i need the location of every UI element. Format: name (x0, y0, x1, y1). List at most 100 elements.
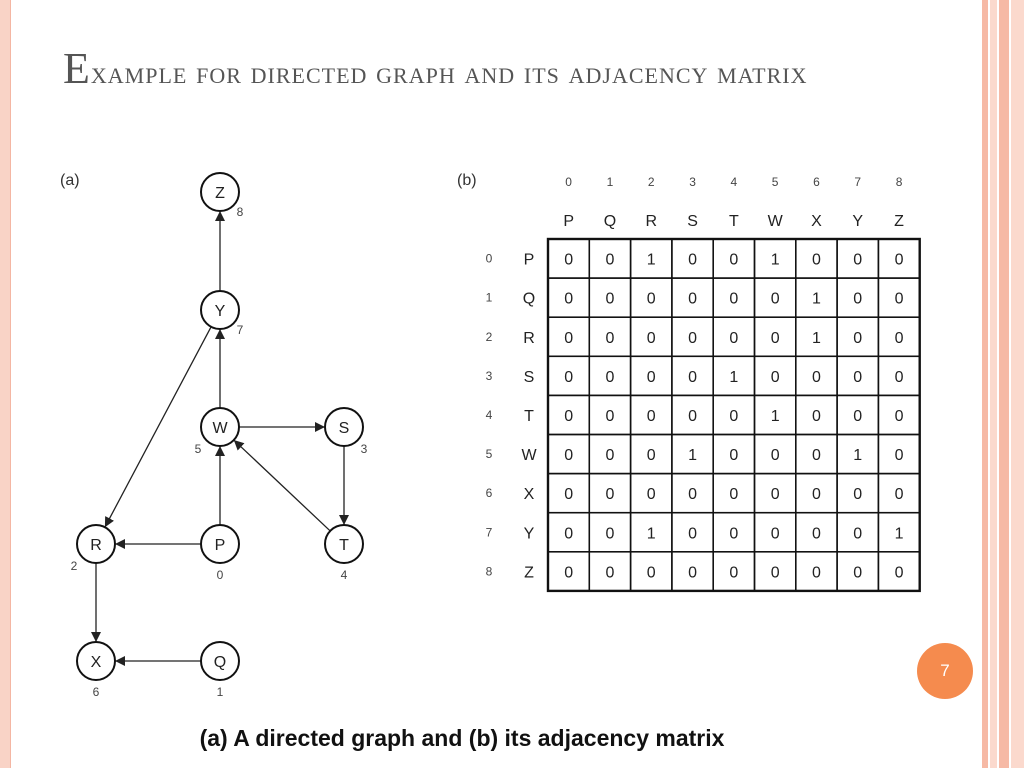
node-label: Z (215, 185, 225, 202)
col-index: 1 (607, 175, 614, 189)
matrix-cell-R-X: 1 (812, 330, 821, 347)
matrix-cell-R-S: 0 (688, 330, 697, 347)
node-circle (200, 407, 240, 447)
graph-node-Q: Q1 (200, 641, 240, 699)
node-index: 3 (361, 442, 368, 456)
row-index: 3 (486, 369, 493, 383)
matrix-cell-S-S: 0 (688, 369, 697, 386)
panel-b-label: (b) (457, 172, 477, 189)
matrix-cell-P-Q: 0 (605, 252, 614, 269)
graph-node-S: S3 (324, 407, 368, 456)
edge-Y-to-R (104, 326, 212, 528)
matrix-cell-S-R: 0 (647, 369, 656, 386)
row-label: Q (523, 291, 535, 308)
col-label: X (811, 213, 822, 230)
col-index: 4 (731, 175, 738, 189)
matrix-cell-W-W: 0 (771, 447, 780, 464)
matrix-cell-T-Y: 0 (853, 408, 862, 425)
node-circle (324, 407, 364, 447)
node-label: Y (215, 303, 226, 320)
col-label: S (687, 213, 698, 230)
col-label: R (645, 213, 657, 230)
matrix-cell-W-X: 0 (812, 447, 821, 464)
matrix-cell-Y-S: 0 (688, 525, 697, 542)
matrix-cell-T-X: 0 (812, 408, 821, 425)
matrix-cell-R-T: 0 (729, 330, 738, 347)
matrix-cell-P-R: 1 (647, 252, 656, 269)
node-label: S (339, 420, 350, 437)
matrix-cell-P-Y: 0 (853, 252, 862, 269)
matrix-cell-T-S: 0 (688, 408, 697, 425)
col-label: Q (604, 213, 616, 230)
matrix-cell-P-T: 0 (729, 252, 738, 269)
page-number-badge: 7 (917, 643, 973, 699)
node-index: 8 (237, 205, 244, 219)
col-index: 0 (565, 175, 572, 189)
matrix-cell-T-P: 0 (564, 408, 573, 425)
node-index: 4 (341, 568, 348, 582)
matrix-cell-W-P: 0 (564, 447, 573, 464)
figure-caption: (a) A directed graph and (b) its adjacen… (199, 725, 725, 751)
graph-node-P: P0 (200, 524, 240, 582)
col-label: W (768, 213, 784, 230)
matrix-cell-P-P: 0 (564, 252, 573, 269)
node-label: Q (214, 654, 226, 671)
matrix-cell-R-R: 0 (647, 330, 656, 347)
matrix-cell-Q-T: 0 (729, 291, 738, 308)
row-index: 7 (486, 525, 493, 539)
row-index: 0 (486, 252, 493, 266)
graph-node-Z: Z8 (200, 172, 244, 219)
row-label: Z (524, 564, 534, 581)
matrix-cell-W-S: 1 (688, 447, 697, 464)
row-label: W (521, 447, 537, 464)
row-index: 6 (486, 486, 493, 500)
graph-node-X: X6 (76, 641, 116, 699)
matrix-cell-W-Q: 0 (605, 447, 614, 464)
matrix-cell-Z-X: 0 (812, 564, 821, 581)
graph-node-W: W5 (195, 407, 240, 456)
matrix-cell-S-W: 0 (771, 369, 780, 386)
matrix-cell-Y-X: 0 (812, 525, 821, 542)
node-index: 0 (217, 568, 224, 582)
slide-title: Example for directed graph and its adjac… (63, 40, 923, 101)
matrix-cell-Z-Q: 0 (605, 564, 614, 581)
matrix-cell-X-X: 0 (812, 486, 821, 503)
row-label: S (524, 369, 535, 386)
matrix-cell-X-Q: 0 (605, 486, 614, 503)
graph-node-Y: Y7 (200, 290, 244, 337)
matrix-cell-W-Z: 0 (895, 447, 904, 464)
panel-a-label: (a) (60, 172, 80, 189)
matrix-cell-Z-S: 0 (688, 564, 697, 581)
row-label: P (524, 252, 535, 269)
node-circle (76, 641, 116, 681)
matrix-cell-X-W: 0 (771, 486, 780, 503)
matrix-cell-X-P: 0 (564, 486, 573, 503)
node-circle (200, 641, 240, 681)
col-label: P (563, 213, 574, 230)
matrix-cell-Y-Q: 0 (605, 525, 614, 542)
left-edge-decoration (0, 0, 11, 768)
matrix-cell-R-Q: 0 (605, 330, 614, 347)
matrix-cell-Z-Z: 0 (895, 564, 904, 581)
col-index: 3 (689, 175, 696, 189)
matrix-cell-Q-Y: 0 (853, 291, 862, 308)
matrix-cell-W-Y: 1 (853, 447, 862, 464)
matrix-cell-R-Z: 0 (895, 330, 904, 347)
matrix-cell-Y-R: 1 (647, 525, 656, 542)
row-index: 1 (486, 291, 493, 305)
matrix-cell-Z-W: 0 (771, 564, 780, 581)
matrix-cell-S-X: 0 (812, 369, 821, 386)
col-index: 8 (896, 175, 903, 189)
row-index: 4 (486, 408, 493, 422)
matrix-cell-Y-W: 0 (771, 525, 780, 542)
matrix-cell-Q-S: 0 (688, 291, 697, 308)
node-circle (76, 524, 116, 564)
matrix-cell-Q-R: 0 (647, 291, 656, 308)
right-stripe-decoration (982, 0, 1024, 768)
row-label: Y (524, 525, 535, 542)
matrix-cell-S-Q: 0 (605, 369, 614, 386)
node-circle (324, 524, 364, 564)
matrix-cell-P-S: 0 (688, 252, 697, 269)
